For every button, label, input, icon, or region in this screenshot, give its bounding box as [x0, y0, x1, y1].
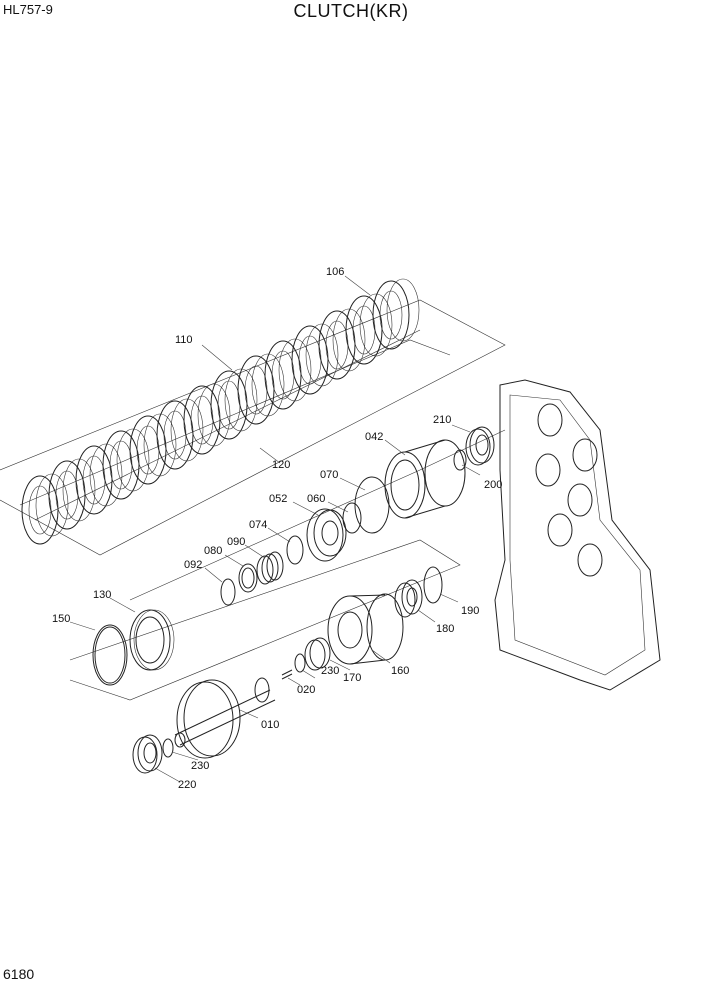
lower-assembly-outline [69, 429, 506, 701]
part-060-seal [342, 502, 362, 534]
part-090-spring [256, 551, 284, 585]
clutch-plate-outer [372, 280, 410, 350]
clutch-plate-friction [89, 443, 123, 507]
plate-pack-outline [0, 299, 506, 556]
part-080-washer [238, 563, 258, 593]
label-230-lower: 230 [191, 760, 209, 772]
page-title: CLUTCH(KR) [293, 1, 409, 21]
clutch-plate-friction [386, 278, 420, 342]
clutch-plate-friction [224, 368, 258, 432]
page-number: 6180 [3, 966, 35, 982]
clutch-plate-inner [379, 290, 403, 340]
part-042-drum [384, 439, 466, 519]
part-220-bearing [132, 734, 163, 774]
part-070-seal [354, 476, 390, 534]
part-052-piston [306, 508, 347, 562]
clutch-plate-friction [251, 353, 285, 417]
clutch-plate-stack [21, 278, 420, 545]
label-052: 052 [269, 493, 287, 505]
part-180-bearing [394, 579, 423, 618]
clutch-plate-friction [170, 398, 204, 462]
model-code: HL757-9 [3, 2, 53, 17]
part-074-ring [286, 535, 304, 565]
clutch-plate-outer [237, 355, 275, 425]
label-060: 060 [307, 493, 325, 505]
label-130: 130 [93, 589, 111, 601]
label-092: 092 [184, 559, 202, 571]
label-160: 160 [391, 665, 409, 677]
part-230-ring-upper [294, 653, 306, 673]
clutch-plate-friction [62, 458, 96, 522]
part-190-snap-ring [423, 566, 443, 604]
clutch-plate-outer [48, 460, 86, 530]
label-020: 020 [297, 684, 315, 696]
label-010: 010 [261, 719, 279, 731]
transmission-housing [494, 379, 661, 691]
part-210-bearing [465, 426, 495, 466]
label-150: 150 [52, 613, 70, 625]
clutch-plate-inner [28, 485, 52, 535]
clutch-plate-outer [264, 340, 302, 410]
clutch-plate-friction [116, 428, 150, 492]
label-190: 190 [461, 605, 479, 617]
label-170: 170 [343, 672, 361, 684]
part-010-shaft-gear [174, 677, 276, 759]
part-200-ring [453, 449, 467, 471]
clutch-plate-friction [143, 413, 177, 477]
part-160-gear [327, 593, 404, 665]
label-200: 200 [484, 479, 502, 491]
clutch-plate-outer [156, 400, 194, 470]
label-042: 042 [365, 431, 383, 443]
leader-lines [69, 275, 481, 783]
part-092-ring [220, 578, 236, 606]
label-070: 070 [320, 469, 338, 481]
clutch-plate-outer [210, 370, 248, 440]
part-230-ring-lower [162, 738, 174, 758]
part-170-bearing [304, 637, 331, 671]
clutch-plate-outer [345, 295, 383, 365]
clutch-plate-friction [359, 293, 393, 357]
clutch-plate-outer [318, 310, 356, 380]
label-106: 106 [326, 266, 344, 278]
label-080: 080 [204, 545, 222, 557]
label-220: 220 [178, 779, 196, 791]
clutch-plate-outer [75, 445, 113, 515]
label-120: 120 [272, 459, 290, 471]
part-020-pin [281, 669, 293, 680]
clutch-plate-friction [35, 473, 69, 537]
clutch-plate-outer [291, 325, 329, 395]
label-110: 110 [175, 334, 193, 346]
clutch-plate-outer [102, 430, 140, 500]
clutch-plate-friction [332, 308, 366, 372]
label-074: 074 [249, 519, 267, 531]
clutch-plate-outer [183, 385, 221, 455]
part-130-disc [129, 609, 175, 671]
clutch-plate-outer [129, 415, 167, 485]
label-180: 180 [436, 623, 454, 635]
label-210: 210 [433, 414, 451, 426]
part-150-ring [92, 624, 128, 686]
label-230-upper: 230 [321, 665, 339, 677]
clutch-plate-friction [278, 338, 312, 402]
clutch-plate-friction [305, 323, 339, 387]
part-labels: 106 110 120 042 210 200 070 052 060 074 … [52, 266, 502, 791]
clutch-plate-outer [21, 475, 59, 545]
clutch-plate-friction [197, 383, 231, 447]
label-090: 090 [227, 536, 245, 548]
